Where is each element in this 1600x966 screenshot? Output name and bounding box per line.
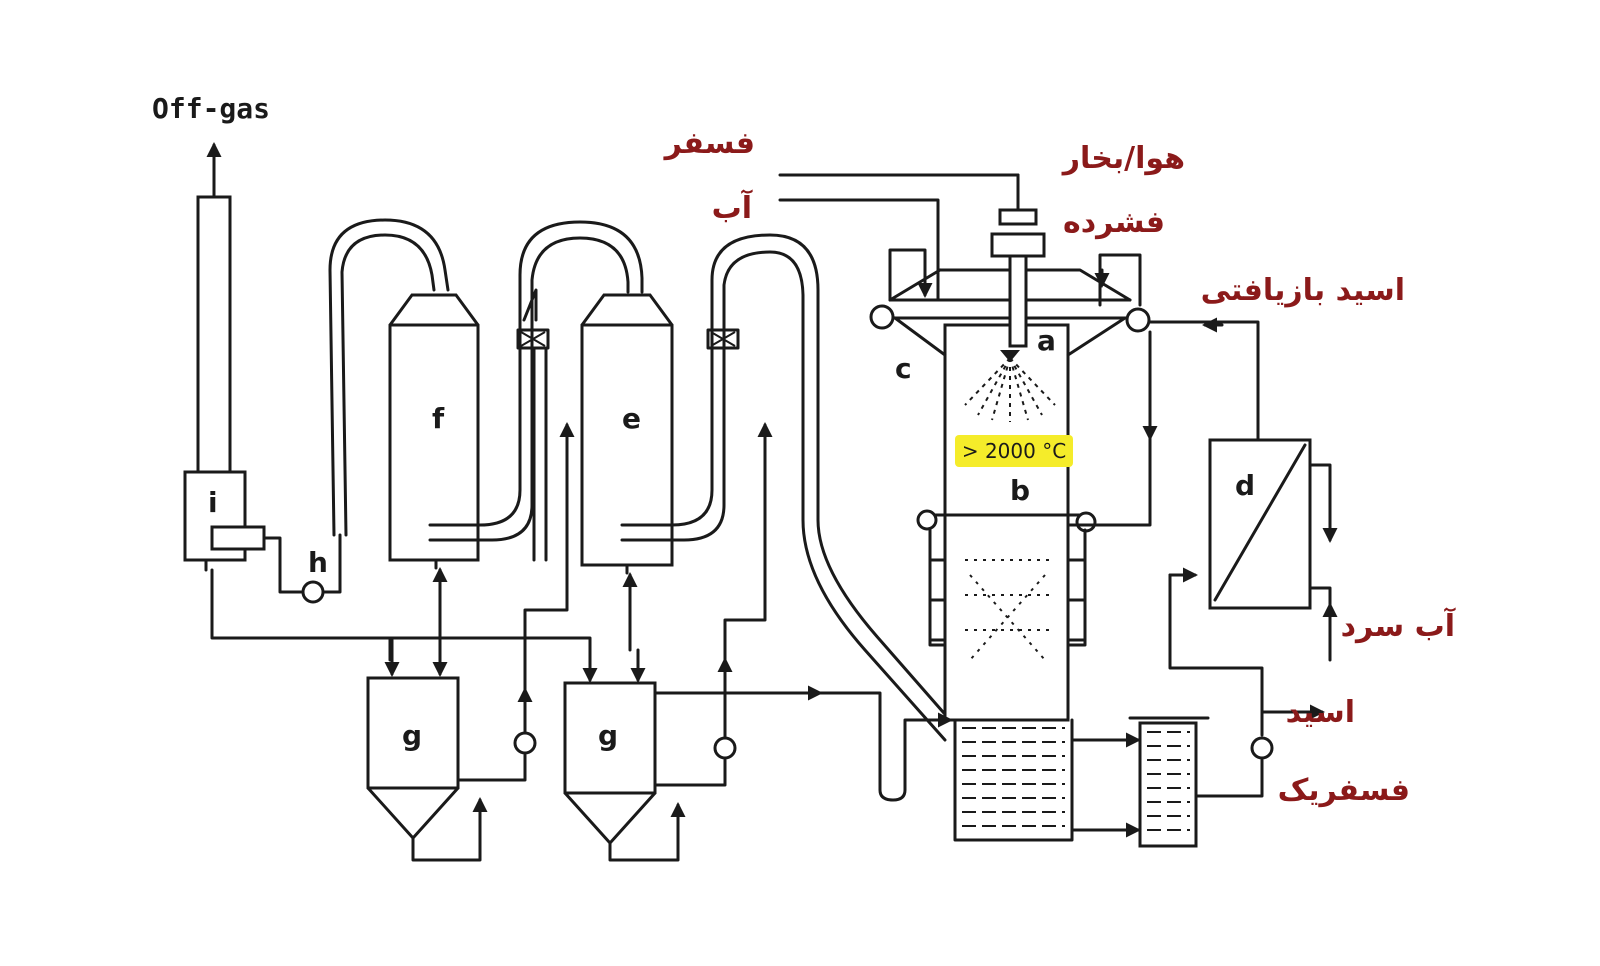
- tower-e: [580, 293, 726, 575]
- acid-cooler: [1070, 704, 1325, 848]
- compressed-label: فشرده: [1063, 205, 1165, 240]
- temperature-badge: > 2000 °C: [955, 435, 1073, 467]
- unit-label-i: i: [208, 486, 218, 519]
- spray-nozzle-f: [516, 328, 550, 562]
- air-steam-label: هوا/بخار: [1061, 141, 1185, 176]
- water-label: آب: [712, 189, 753, 226]
- temperature-label: > 2000 °C: [962, 439, 1066, 463]
- tank-g2: [563, 422, 953, 862]
- unit-label-g1: g: [402, 719, 422, 752]
- unit-label-g2: g: [598, 719, 618, 752]
- duct-b-to-e: [710, 233, 952, 742]
- acid-label: اسید: [1286, 695, 1355, 730]
- duct-h-to-f: [328, 218, 450, 537]
- cold-water-label: آب سرد: [1341, 607, 1456, 644]
- phosphorus-label: فسفر: [663, 126, 755, 161]
- off-gas-label: Off-gas: [152, 92, 270, 125]
- recycled-acid-label: اسید بازیافتی: [1201, 273, 1405, 308]
- unit-label-c: c: [895, 352, 912, 385]
- pump-h: [262, 533, 342, 604]
- burner-a: [778, 173, 1046, 348]
- heat-exchanger-d: [1066, 317, 1338, 737]
- unit-label-a: a: [1037, 324, 1056, 357]
- tower-f: [388, 293, 534, 570]
- tank-g1: [366, 422, 575, 862]
- unit-label-h: h: [308, 546, 328, 579]
- unit-label-f: f: [432, 402, 445, 435]
- spray-nozzle-e: [706, 328, 740, 350]
- spray-cone: [964, 350, 1056, 422]
- unit-label-d: d: [1235, 469, 1255, 502]
- unit-label-e: e: [622, 402, 641, 435]
- duct-e-to-f: [518, 220, 644, 322]
- phosphoric-label: فسفریک: [1278, 773, 1410, 808]
- unit-label-b: b: [1010, 474, 1030, 507]
- header-line: [210, 568, 592, 662]
- off-gas-stack: [183, 142, 266, 572]
